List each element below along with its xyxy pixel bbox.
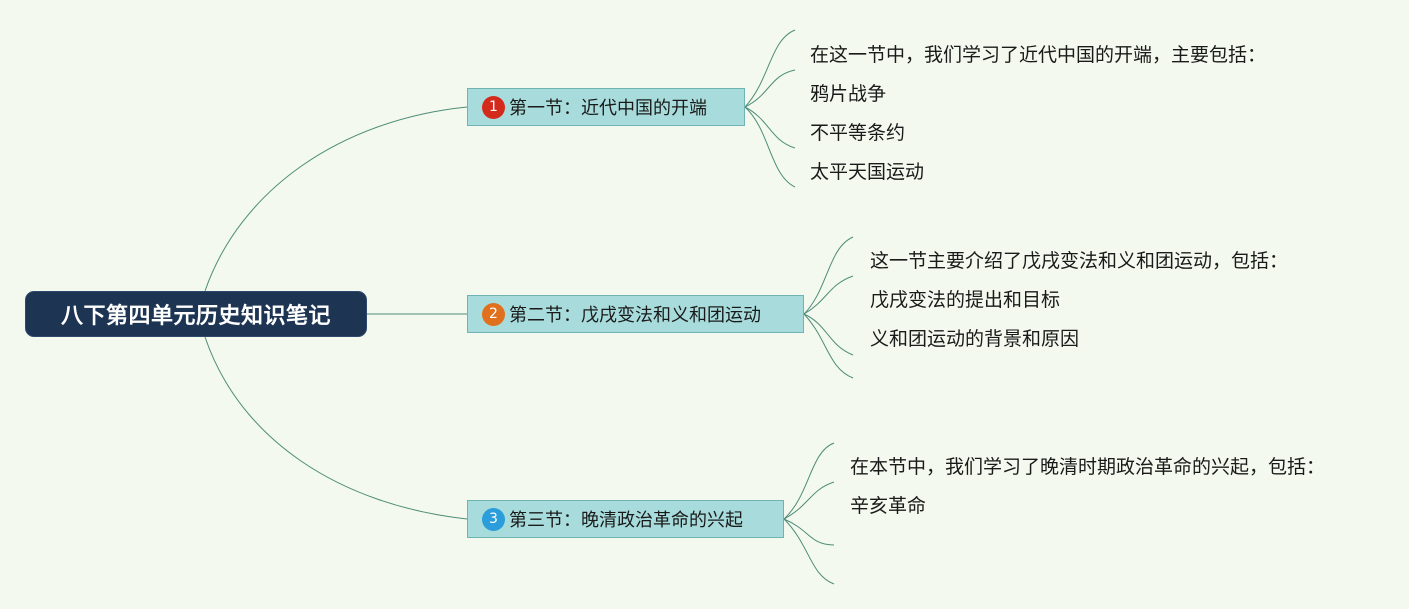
root-node[interactable]: 八下第四单元历史知识笔记 <box>25 291 367 337</box>
topic-1-item-1[interactable]: 在这一节中，我们学习了近代中国的开端，主要包括： <box>810 44 1267 66</box>
connector-topic-3-item-2 <box>783 481 835 520</box>
connector-topic-1-item-4 <box>744 106 796 188</box>
number-badge-icon: 1 <box>482 95 505 119</box>
number-badge-icon: 3 <box>482 507 505 531</box>
topic-1-item-3[interactable]: 不平等条约 <box>810 122 906 144</box>
root-title: 八下第四单元历史知识笔记 <box>60 304 331 329</box>
topic-title: 第三节：晚清政治革命的兴起 <box>509 510 743 531</box>
topic-3-item-1[interactable]: 在本节中，我们学习了晚清时期政治革命的兴起，包括： <box>850 456 1326 478</box>
connector-topic-3-item-4 <box>783 518 835 585</box>
connector-topic-2-item-4 <box>803 313 854 379</box>
connector-topic-1-item-2 <box>744 69 796 108</box>
connector-topic-2-item-3 <box>803 313 854 356</box>
connector-root-topic-3 <box>204 336 468 520</box>
connector-topic-2-item-1 <box>803 236 854 315</box>
topic-title: 第一节：近代中国的开端 <box>509 98 707 119</box>
topic-3-item-2[interactable]: 辛亥革命 <box>850 495 927 517</box>
connector-topic-3-item-1 <box>783 442 835 520</box>
topic-node-3[interactable]: 3 第三节：晚清政治革命的兴起 <box>467 500 784 538</box>
topic-node-2[interactable]: 2 第二节：戊戌变法和义和团运动 <box>467 295 804 333</box>
connector-topic-1-item-3 <box>744 106 796 149</box>
topic-node-1[interactable]: 1 第一节：近代中国的开端 <box>467 88 745 126</box>
connector-root-topic-1 <box>204 106 468 292</box>
topic-1-item-2[interactable]: 鸦片战争 <box>810 83 887 105</box>
topic-title: 第二节：戊戌变法和义和团运动 <box>509 305 761 326</box>
connector-topic-3-item-3 <box>783 518 835 546</box>
topic-2-item-3[interactable]: 义和团运动的背景和原因 <box>870 328 1080 350</box>
connector-topic-2-item-2 <box>803 275 854 315</box>
number-badge-icon: 2 <box>482 302 505 326</box>
topic-1-item-4[interactable]: 太平天国运动 <box>810 161 925 183</box>
topic-2-item-1[interactable]: 这一节主要介绍了戊戌变法和义和团运动，包括： <box>870 250 1289 272</box>
topic-2-item-2[interactable]: 戊戌变法的提出和目标 <box>870 289 1061 311</box>
connector-topic-1-item-1 <box>744 29 796 108</box>
